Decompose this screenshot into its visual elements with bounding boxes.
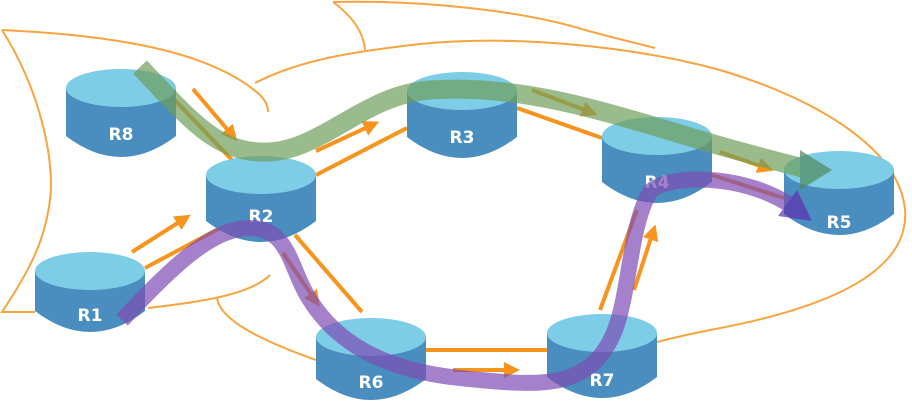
outline-left-fin — [0, 29, 269, 313]
green-path-arrowhead — [800, 150, 832, 190]
link-r2-r3 — [315, 126, 408, 177]
router-label: R3 — [450, 128, 475, 148]
router-label: R1 — [78, 306, 103, 326]
green-path[interactable] — [133, 60, 832, 190]
outline-top-fin — [332, 0, 656, 51]
router-label: R5 — [827, 213, 852, 233]
flow-arrow-r8-r2 — [191, 87, 238, 142]
router-label: R8 — [109, 125, 134, 145]
outline-shapes — [0, 0, 907, 361]
paths — [116, 60, 832, 391]
link-r3-r4 — [516, 106, 603, 140]
router-r1[interactable]: R1 — [35, 252, 145, 332]
routers: R8 R2 R3 R4 R5 R1 R6 — [35, 69, 894, 400]
router-label: R7 — [590, 371, 615, 391]
purple-path-arrowhead — [778, 190, 812, 221]
outline-body-top — [254, 39, 907, 343]
flow-arrow-r1-r2 — [130, 214, 191, 254]
outline-body-bottom — [147, 274, 317, 361]
flow-arrow-r7-r4 — [632, 224, 659, 291]
router-label: R6 — [359, 373, 384, 393]
link-r2-r6 — [293, 233, 364, 314]
flow-arrow-r2-r3 — [315, 121, 380, 153]
purple-path[interactable] — [116, 171, 812, 391]
